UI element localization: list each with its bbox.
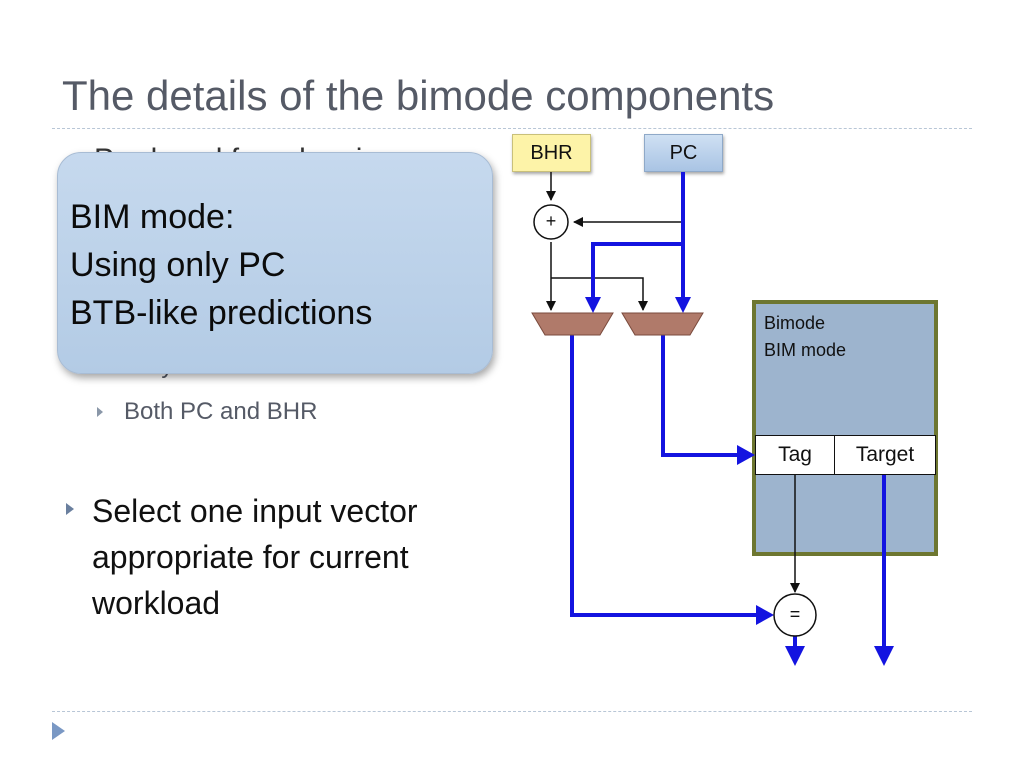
tag-cell: Tag: [755, 435, 835, 475]
title-divider: [52, 128, 972, 129]
adder-circle: [533, 204, 569, 240]
mux-1: [531, 312, 614, 336]
footer-arrow-icon: [52, 722, 65, 740]
compare-circle: [773, 593, 817, 637]
target-cell: Target: [834, 435, 936, 475]
blue-mux1-to-compare: [570, 335, 757, 617]
callout-box: [57, 152, 493, 374]
adder-symbol: +: [545, 211, 557, 231]
bhr-box: BHR: [512, 134, 591, 172]
sub-bullet-both: Both PC and BHR: [124, 398, 318, 425]
sub-bullet-arrow-icon: [97, 407, 103, 417]
main-bullet-select: Select one input vector appropriate for …: [92, 493, 418, 621]
compare-symbol: =: [789, 604, 801, 624]
blue-arrowhead-hit: [785, 646, 805, 666]
mux-2: [621, 312, 704, 336]
blue-arrowhead-tag: [737, 445, 755, 465]
blue-pc-branch: [591, 242, 683, 298]
callout-line-3: BTB-like predictions: [70, 294, 373, 332]
blue-arrowhead-mux2: [675, 297, 691, 313]
bullet-arrow-icon: [66, 503, 74, 515]
blue-arrowhead-compare: [756, 605, 774, 625]
footer-divider: [52, 711, 972, 712]
slide-title: The details of the bimode components: [62, 72, 775, 119]
pc-box: PC: [644, 134, 723, 172]
wire-adder-to-mux2: [551, 277, 648, 311]
bimode-table-panel: [752, 300, 938, 556]
blue-arrowhead-target: [874, 646, 894, 666]
panel-mode-label: BIM mode: [764, 340, 847, 360]
blue-arrowhead-mux1: [585, 297, 601, 313]
callout-line-1: BIM mode:: [70, 198, 235, 236]
callout-line-2: Using only PC: [70, 246, 286, 284]
panel-title: Bimode: [764, 313, 826, 333]
blue-mux2-to-tag: [661, 335, 737, 457]
